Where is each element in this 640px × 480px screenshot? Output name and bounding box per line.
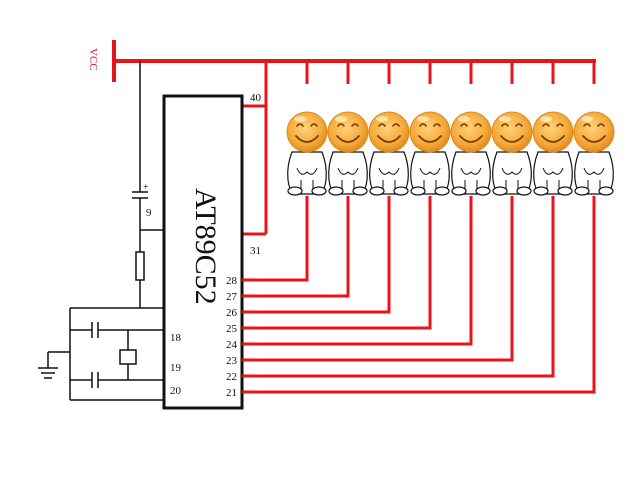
pin-label-gnd: 20 bbox=[170, 385, 182, 397]
port-wire bbox=[242, 196, 473, 346]
chip-body bbox=[162, 94, 244, 410]
smiley-load bbox=[286, 111, 328, 196]
pin-label-port: 26 bbox=[226, 307, 238, 319]
ea-vcc-wire bbox=[242, 61, 268, 236]
port-wire bbox=[242, 196, 596, 394]
reset-circuit bbox=[70, 61, 164, 309]
reset-cap-plus: + bbox=[143, 182, 149, 193]
smiley-load bbox=[573, 111, 615, 196]
pin-label-vcc: 40 bbox=[250, 92, 262, 104]
pin-label-port: 21 bbox=[226, 387, 237, 399]
pin-label-ea: 31 bbox=[250, 245, 261, 257]
port-wires bbox=[242, 196, 596, 394]
pin-label-port: 23 bbox=[226, 355, 238, 367]
port-wire bbox=[242, 196, 350, 298]
vcc-label: VCC bbox=[87, 48, 99, 71]
pin-label-xtal2: 19 bbox=[170, 362, 182, 374]
port-pin-labels: 28 27 26 25 24 23 22 21 bbox=[226, 275, 238, 399]
pin-label-rst: 9 bbox=[146, 207, 152, 219]
port-wire bbox=[242, 196, 432, 330]
pin-label-port: 25 bbox=[226, 323, 238, 335]
smiley-load bbox=[450, 111, 492, 196]
pin-label-port: 27 bbox=[226, 291, 238, 303]
port-wire bbox=[242, 196, 309, 282]
crystal-circuit bbox=[38, 308, 164, 401]
port-wire bbox=[242, 196, 391, 314]
rail-drops bbox=[305, 61, 596, 84]
smiley-load bbox=[327, 111, 369, 196]
pin-label-port: 24 bbox=[226, 339, 238, 351]
pin-label-port: 28 bbox=[226, 275, 238, 287]
port-wire bbox=[242, 196, 514, 362]
smiley-load bbox=[491, 111, 533, 196]
smiley-load bbox=[532, 111, 574, 196]
smiley-load bbox=[368, 111, 410, 196]
chip-name: AT89C52 bbox=[189, 188, 222, 305]
pin-label-port: 22 bbox=[226, 371, 237, 383]
load-row bbox=[286, 111, 615, 196]
pin-label-xtal1: 18 bbox=[170, 332, 182, 344]
smiley-load bbox=[409, 111, 451, 196]
vcc-rail bbox=[112, 40, 596, 82]
port-wire bbox=[242, 196, 555, 378]
